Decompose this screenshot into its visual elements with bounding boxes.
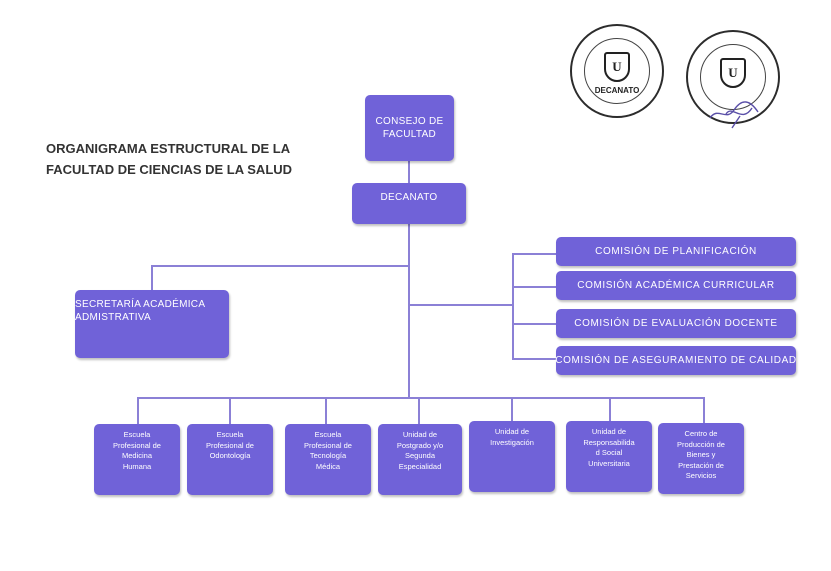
unit-7-line-5: Servicios xyxy=(685,471,717,480)
node-unit-medicina-humana: Escuela Profesional de Medicina Humana xyxy=(94,424,180,495)
node-decanato-label: DECANATO xyxy=(380,192,438,203)
decanato-seal: U DECANATO xyxy=(570,24,664,118)
connector-unit-7 xyxy=(703,397,705,423)
page-title-line-2: FACULTAD DE CIENCIAS DE LA SALUD xyxy=(46,162,293,177)
unit-1-line-4: Humana xyxy=(122,461,152,471)
unit-4-line-4: Especialidad xyxy=(398,461,442,471)
seal-inner-ring xyxy=(584,38,650,104)
seal-center-text: DECANATO xyxy=(594,86,640,95)
unit-6-line-3: d Social xyxy=(595,448,623,457)
unit-1-line-3: Medicina xyxy=(121,451,152,460)
connector-comision-4 xyxy=(512,358,557,360)
unit-5-line-1: Unidad de xyxy=(494,427,530,436)
handwritten-signature xyxy=(709,101,759,129)
unit-4-line-2: Postgrado y/o xyxy=(396,440,444,450)
unit-3-line-2: Profesional de xyxy=(304,440,352,450)
connector-unit-3 xyxy=(325,397,327,424)
node-unit-centro-produccion: Centro de Producción de Bienes y Prestac… xyxy=(658,423,744,494)
unit-2-line-3: Odontología xyxy=(209,451,251,460)
unit-7-line-1: Centro de xyxy=(684,429,718,438)
connector-comision-3 xyxy=(512,323,557,325)
unit-4-line-3: Segunda xyxy=(404,451,436,460)
node-unit-odontologia: Escuela Profesional de Odontología xyxy=(187,424,273,495)
faculty-seal: U xyxy=(686,30,780,124)
unit-1-line-1: Escuela xyxy=(123,430,151,439)
connector-secretaria-drop xyxy=(151,265,153,290)
node-consejo-line-1: CONSEJO DE xyxy=(375,116,444,127)
unit-3-line-1: Escuela xyxy=(314,430,342,439)
connector-unit-2 xyxy=(229,397,231,424)
unit-3-line-3: Tecnología xyxy=(309,451,347,460)
seal-inner-ring xyxy=(700,44,766,110)
connector-decanato-trunk xyxy=(408,224,410,398)
connector-comision-2 xyxy=(512,286,557,288)
unit-6-line-1: Unidad de xyxy=(591,427,627,436)
unit-7-line-2: Producción de xyxy=(677,439,725,449)
connector-comisiones-branch xyxy=(409,304,513,306)
unit-3-line-4: Médica xyxy=(315,461,341,471)
shield-icon: U xyxy=(720,58,746,88)
node-consejo-de-facultad: CONSEJO DE FACULTAD xyxy=(365,95,454,161)
unit-7-line-3: Bienes y xyxy=(686,450,716,459)
unit-6-line-4: Universitaria xyxy=(588,458,630,468)
node-secretaria-line-2: ADMISTRATIVA xyxy=(75,312,152,323)
connector-units-bus xyxy=(137,397,705,399)
connector-secretaria-horizontal xyxy=(152,265,409,267)
connector-comisiones-bus xyxy=(512,253,514,360)
node-consejo-line-2: FACULTAD xyxy=(382,129,437,140)
unit-2-line-2: Profesional de xyxy=(206,440,254,450)
node-unit-responsabilidad-social: Unidad de Responsabilida d Social Univer… xyxy=(566,421,652,492)
unit-6-line-2: Responsabilida xyxy=(583,437,635,447)
node-comision-academica-label: COMISIÓN ACADÉMICA CURRICULAR xyxy=(577,280,775,291)
connector-unit-6 xyxy=(609,397,611,421)
connector-unit-5 xyxy=(511,397,513,421)
node-secretaria-academica: SECRETARÍA ACADÉMICA ADMISTRATIVA xyxy=(75,290,229,358)
connector-unit-1 xyxy=(137,397,139,424)
node-comision-aseguramiento-calidad: COMISIÓN DE ASEGURAMIENTO DE CALIDAD xyxy=(555,346,797,375)
page-title: ORGANIGRAMA ESTRUCTURAL DE LA FACULTAD D… xyxy=(46,138,316,180)
unit-1-line-2: Profesional de xyxy=(113,440,161,450)
node-unit-tecnologia-medica: Escuela Profesional de Tecnología Médica xyxy=(285,424,371,495)
node-secretaria-line-1: SECRETARÍA ACADÉMICA xyxy=(75,299,206,310)
unit-4-line-1: Unidad de xyxy=(402,430,438,439)
page-title-line-1: ORGANIGRAMA ESTRUCTURAL DE LA xyxy=(46,141,291,156)
connector-consejo-decanato xyxy=(408,161,410,183)
node-comision-academica-curricular: COMISIÓN ACADÉMICA CURRICULAR xyxy=(556,271,796,300)
node-unit-investigacion: Unidad de Investigación xyxy=(469,421,555,492)
node-unit-postgrado: Unidad de Postgrado y/o Segunda Especial… xyxy=(378,424,462,495)
unit-7-line-4: Prestación de xyxy=(678,460,724,470)
unit-2-line-1: Escuela xyxy=(216,430,244,439)
node-comision-evaluacion-label: COMISIÓN DE EVALUACIÓN DOCENTE xyxy=(574,318,778,329)
node-comision-aseguramiento-label: COMISIÓN DE ASEGURAMIENTO DE CALIDAD xyxy=(555,355,797,366)
node-decanato: DECANATO xyxy=(352,183,466,224)
shield-icon: U xyxy=(604,52,630,82)
unit-5-line-2: Investigación xyxy=(490,437,534,447)
node-comision-planificacion: COMISIÓN DE PLANIFICACIÓN xyxy=(556,237,796,266)
connector-comision-1 xyxy=(512,253,557,255)
connector-unit-4 xyxy=(418,397,420,424)
node-comision-evaluacion-docente: COMISIÓN DE EVALUACIÓN DOCENTE xyxy=(556,309,796,338)
node-comision-planificacion-label: COMISIÓN DE PLANIFICACIÓN xyxy=(595,246,757,257)
